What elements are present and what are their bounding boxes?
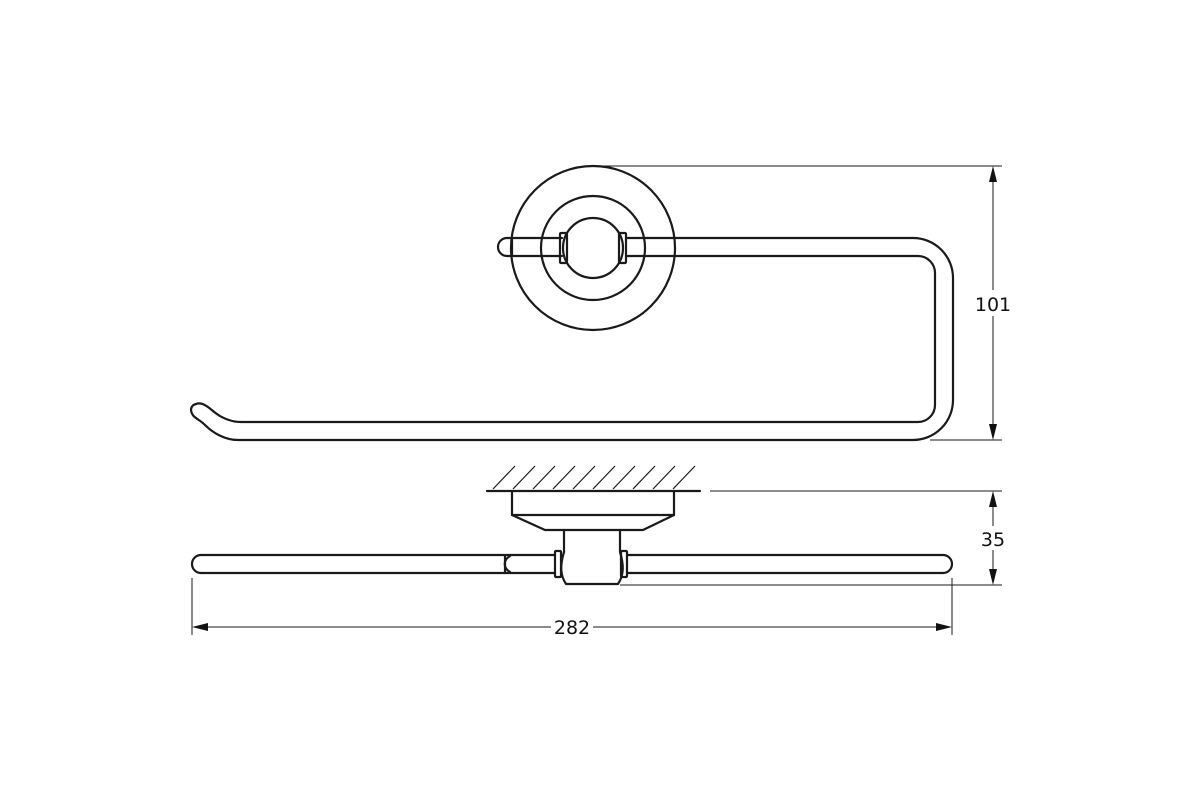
flange-outer-circle <box>509 164 677 332</box>
top-left-collar <box>553 549 563 579</box>
right-collar <box>617 231 628 265</box>
height-arrow-top <box>989 166 997 182</box>
center-post <box>560 528 624 586</box>
top-left-stub-end <box>503 554 512 574</box>
top-left-bar <box>190 553 557 575</box>
wall-hatching <box>492 465 696 490</box>
width-dimension: 282 <box>191 578 953 639</box>
depth-arrow-top <box>989 491 997 507</box>
width-arrow-right <box>936 623 952 631</box>
depth-dimension-label: 35 <box>981 529 1005 551</box>
height-dimension: 101 <box>600 165 1016 441</box>
front-view <box>189 164 955 442</box>
flange-profile <box>510 489 676 532</box>
left-stub-bar <box>496 236 564 258</box>
height-dimension-label: 101 <box>975 294 1011 316</box>
width-dimension-label: 282 <box>554 617 590 639</box>
depth-dimension: 35 <box>620 490 1011 586</box>
height-arrow-bottom <box>989 424 997 440</box>
width-arrow-left <box>192 623 208 631</box>
left-collar <box>558 231 569 265</box>
center-boss-circle <box>561 216 625 280</box>
flange-inner-circle <box>539 194 647 302</box>
top-right-collar <box>619 549 629 579</box>
top-right-bar <box>625 553 954 575</box>
arm-inner-contour <box>194 254 937 424</box>
top-view <box>190 465 954 586</box>
arm-end-cap <box>189 402 198 412</box>
arm-outer-contour <box>189 236 955 442</box>
depth-arrow-bottom <box>989 569 997 585</box>
